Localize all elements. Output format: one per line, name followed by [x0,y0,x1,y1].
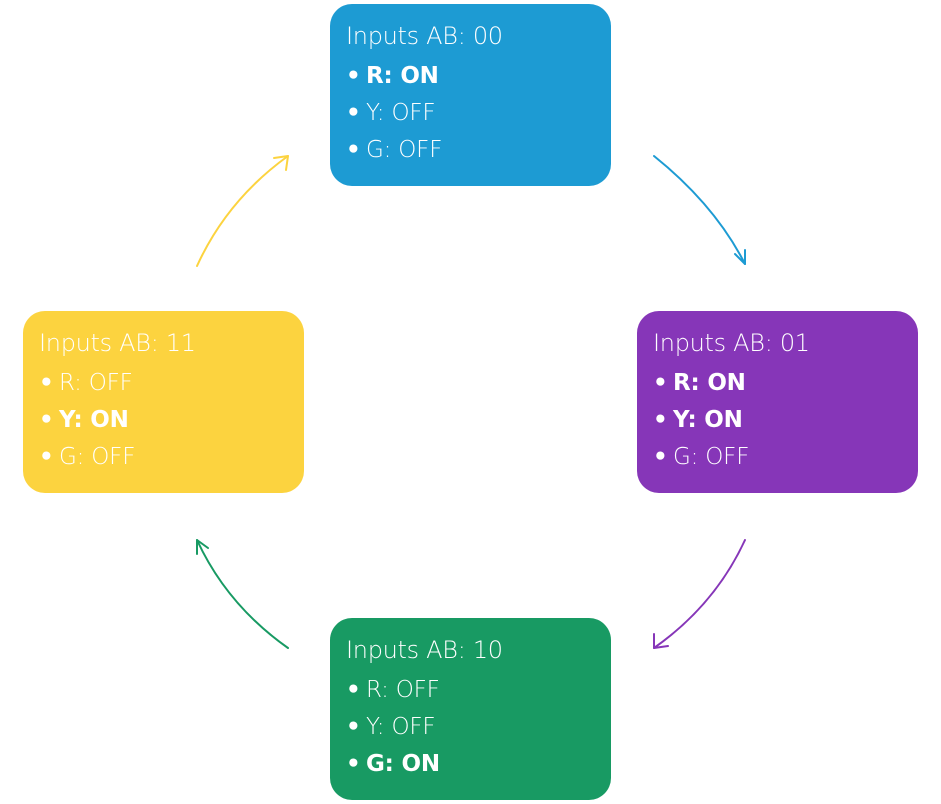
light-yellow: •Y: ON [39,402,288,439]
light-status: R: OFF [366,677,440,703]
bullet-icon: • [346,137,361,163]
state-box-00: Inputs AB: 00 •R: ON •Y: OFF •G: OFF [330,4,611,186]
light-status: G: OFF [59,444,136,470]
state-title: Inputs AB: 00 [346,22,503,50]
bullet-icon: • [653,407,668,433]
state-title: Inputs AB: 11 [39,329,196,357]
light-status: Y: OFF [366,714,436,740]
bullet-icon: • [653,370,668,396]
light-yellow: •Y: ON [653,402,902,439]
light-status: R: ON [673,370,746,396]
light-green: •G: OFF [39,439,288,476]
light-red: •R: OFF [346,672,595,709]
light-status: G: OFF [366,137,443,163]
bullet-icon: • [39,444,54,470]
bullet-icon: • [346,677,361,703]
bullet-icon: • [346,63,361,89]
light-status: Y: ON [59,407,129,433]
light-green: •G: OFF [653,439,902,476]
light-yellow: •Y: OFF [346,95,595,132]
light-green: •G: OFF [346,132,595,169]
light-list: •R: OFF •Y: ON •G: OFF [39,365,288,476]
arrow-00-to-01 [653,155,746,265]
bullet-icon: • [346,751,361,777]
light-red: •R: ON [346,58,595,95]
light-list: •R: OFF •Y: OFF •G: ON [346,672,595,783]
light-status: G: OFF [673,444,750,470]
bullet-icon: • [346,100,361,126]
arrow-10-to-11 [196,539,289,649]
light-green: •G: ON [346,746,595,783]
light-status: R: ON [366,63,439,89]
state-box-11: Inputs AB: 11 •R: OFF •Y: ON •G: OFF [23,311,304,493]
state-box-01: Inputs AB: 01 •R: ON •Y: ON •G: OFF [637,311,918,493]
light-status: Y: OFF [366,100,436,126]
state-box-10: Inputs AB: 10 •R: OFF •Y: OFF •G: ON [330,618,611,800]
light-red: •R: OFF [39,365,288,402]
arrow-01-to-10 [653,539,746,649]
arrow-11-to-00 [196,155,289,267]
bullet-icon: • [39,370,54,396]
light-red: •R: ON [653,365,902,402]
bullet-icon: • [39,407,54,433]
bullet-icon: • [653,444,668,470]
light-yellow: •Y: OFF [346,709,595,746]
bullet-icon: • [346,714,361,740]
light-list: •R: ON •Y: OFF •G: OFF [346,58,595,169]
light-status: Y: ON [673,407,743,433]
state-title: Inputs AB: 01 [653,329,810,357]
light-status: G: ON [366,751,440,777]
state-title: Inputs AB: 10 [346,636,503,664]
light-status: R: OFF [59,370,133,396]
light-list: •R: ON •Y: ON •G: OFF [653,365,902,476]
